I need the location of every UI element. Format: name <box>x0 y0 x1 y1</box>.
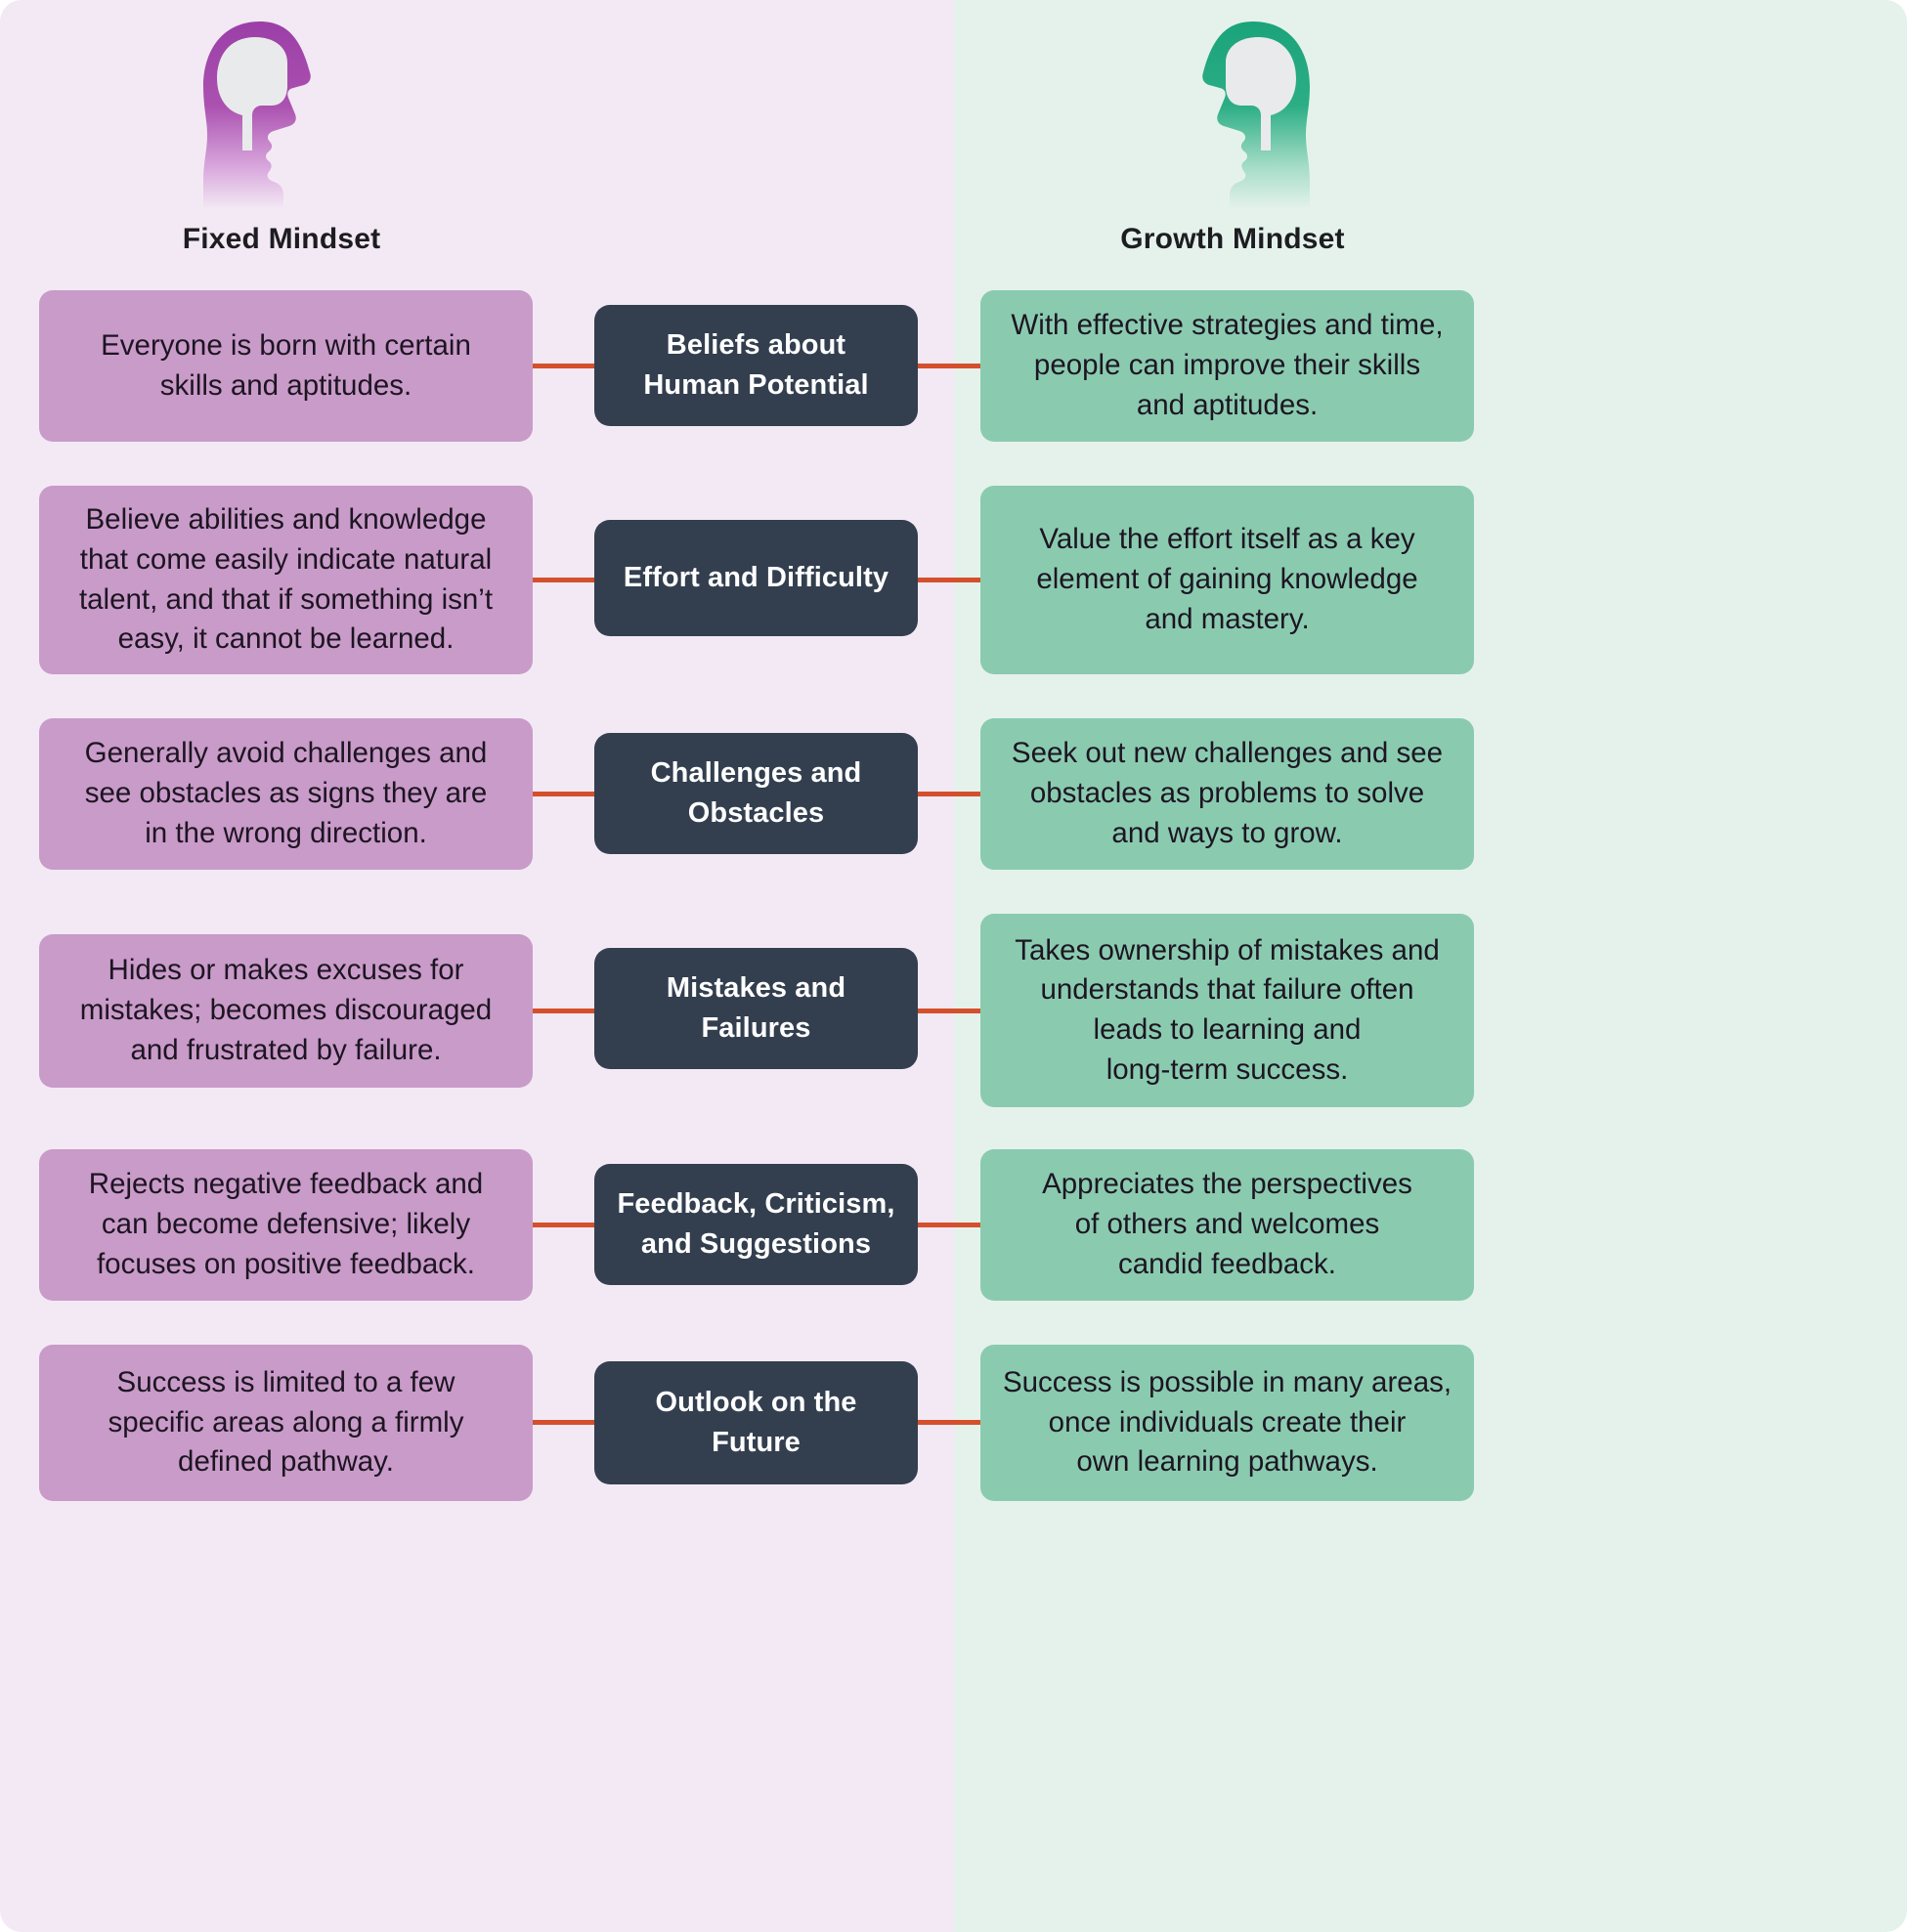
fixed-mindset-title: Fixed Mindset <box>182 223 381 255</box>
card-line: see obstacles as signs they are <box>84 777 488 810</box>
growth-mindset-card: Appreciates the perspectives of others an… <box>980 1149 1474 1301</box>
card-line: Rejects negative feedback and <box>88 1168 484 1201</box>
head-brain-icon-fixed <box>174 18 389 213</box>
card-line: and frustrated by failure. <box>130 1033 442 1066</box>
card-line: can become defensive; likely <box>101 1208 471 1241</box>
fixed-mindset-card: Believe abilities and knowledge that come… <box>39 486 533 674</box>
category-label-card: Feedback, Criticism, and Suggestions <box>594 1164 918 1285</box>
card-line: understands that failure often <box>1040 973 1414 1007</box>
category-line: Obstacles <box>687 797 825 829</box>
card-line: candid feedback. <box>1117 1247 1337 1280</box>
connector-line-left <box>533 364 595 368</box>
category-line: Challenges and <box>650 757 862 790</box>
card-line: specific areas along a firmly <box>108 1405 464 1438</box>
connector-line-right <box>917 364 981 368</box>
comparison-row: Believe abilities and knowledge that come… <box>0 486 1907 674</box>
growth-mindset-card: Takes ownership of mistakes and understan… <box>980 914 1474 1107</box>
category-line: and Suggestions <box>640 1228 872 1260</box>
card-line: mistakes; becomes discouraged <box>79 994 493 1027</box>
category-line: Failures <box>701 1012 811 1044</box>
connector-line-right <box>917 1009 981 1013</box>
growth-mindset-card: Success is possible in many areas, once i… <box>980 1345 1474 1501</box>
comparison-row: Hides or makes excuses for mistakes; beco… <box>0 914 1907 1107</box>
card-line: own learning pathways. <box>1076 1445 1378 1479</box>
card-line: focuses on positive feedback. <box>96 1247 475 1280</box>
card-line: that come easily indicate natural <box>79 542 493 576</box>
fixed-mindset-card: Rejects negative feedback and can become … <box>39 1149 533 1301</box>
card-line: element of gaining knowledge <box>1036 563 1418 596</box>
card-line: skills and aptitudes. <box>159 368 412 402</box>
category-line: Outlook on the <box>655 1387 857 1419</box>
card-line: Value the effort itself as a key <box>1039 523 1415 556</box>
connector-line-right <box>917 792 981 796</box>
growth-mindset-title: Growth Mindset <box>1120 223 1345 255</box>
card-line: Appreciates the perspectives <box>1042 1168 1412 1201</box>
connector-line-left <box>533 578 595 582</box>
card-line: Success is limited to a few <box>116 1365 455 1398</box>
connector-line-left <box>533 1009 595 1013</box>
growth-mindset-card: Value the effort itself as a key element … <box>980 486 1474 674</box>
comparison-row: Rejects negative feedback and can become … <box>0 1149 1907 1301</box>
connector-line-left <box>533 1223 595 1227</box>
connector-line-right <box>917 1420 981 1425</box>
card-line: Believe abilities and knowledge <box>85 503 487 537</box>
fixed-mindset-card: Everyone is born with certain skills and … <box>39 290 533 442</box>
card-line: long-term success. <box>1105 1052 1349 1086</box>
card-line: Success is possible in many areas, <box>1002 1365 1452 1398</box>
card-line: of others and welcomes <box>1074 1208 1380 1241</box>
fixed-mindset-card: Success is limited to a few specific area… <box>39 1345 533 1501</box>
fixed-mindset-card: Hides or makes excuses for mistakes; beco… <box>39 934 533 1088</box>
category-line: Human Potential <box>643 369 869 401</box>
connector-line-left <box>533 792 595 796</box>
card-line: leads to learning and <box>1093 1013 1362 1046</box>
card-line: easy, it cannot be learned. <box>117 623 455 656</box>
category-line: Future <box>712 1427 801 1458</box>
growth-mindset-card: With effective strategies and time, peopl… <box>980 290 1474 442</box>
card-line: in the wrong direction. <box>145 816 427 849</box>
connector-line-right <box>917 1223 981 1227</box>
growth-mindset-card: Seek out new challenges and see obstacles… <box>980 718 1474 870</box>
card-line: once individuals create their <box>1048 1405 1407 1438</box>
category-line: Effort and Difficulty <box>623 562 889 594</box>
category-line: Beliefs about <box>666 329 846 362</box>
card-line: people can improve their skills <box>1033 349 1421 382</box>
comparison-row: Generally avoid challenges and see obstac… <box>0 718 1907 870</box>
fixed-mindset-card: Generally avoid challenges and see obstac… <box>39 718 533 870</box>
card-line: and aptitudes. <box>1136 388 1319 421</box>
card-line: With effective strategies and time, <box>1011 309 1444 342</box>
card-line: Takes ownership of mistakes and <box>1015 933 1440 966</box>
card-line: talent, and that if something isn’t <box>78 582 494 616</box>
card-line: Everyone is born with certain <box>101 328 471 362</box>
card-line: and ways to grow. <box>1111 816 1343 849</box>
card-line: Generally avoid challenges and <box>84 737 488 770</box>
connector-line-left <box>533 1420 595 1425</box>
category-line: Feedback, Criticism, <box>617 1188 895 1221</box>
category-label-card: Effort and Difficulty <box>594 520 918 636</box>
card-line: obstacles as problems to solve <box>1029 777 1425 810</box>
comparison-row: Everyone is born with certain skills and … <box>0 290 1907 442</box>
head-brain-icon-growth <box>1124 18 1339 213</box>
card-line: Seek out new challenges and see <box>1011 737 1444 770</box>
comparison-row: Success is limited to a few specific area… <box>0 1345 1907 1501</box>
connector-line-right <box>917 578 981 582</box>
card-line: defined pathway. <box>178 1445 394 1479</box>
card-line: Hides or makes excuses for <box>108 954 464 987</box>
category-line: Mistakes and <box>666 972 846 1005</box>
card-line: and mastery. <box>1145 602 1310 635</box>
